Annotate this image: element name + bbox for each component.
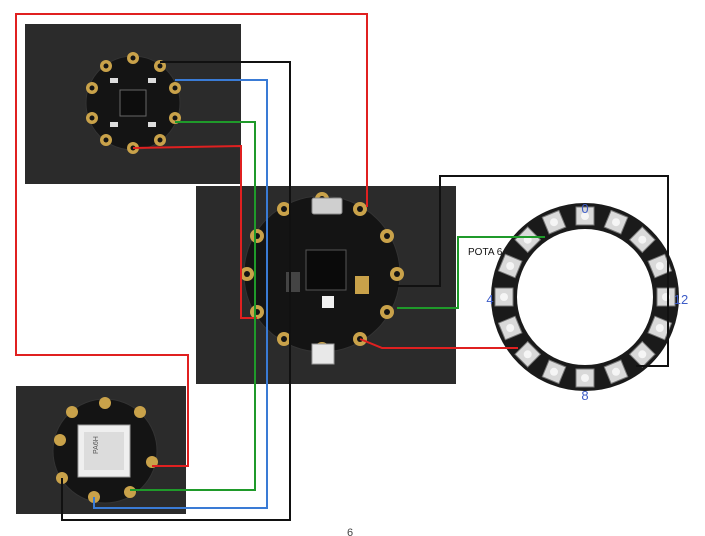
ring-label-0: 0 — [581, 201, 588, 216]
neopixel-ring — [491, 203, 679, 391]
led-lens — [612, 367, 620, 376]
green-wire — [397, 236, 545, 309]
led-lens — [523, 350, 532, 359]
blue-wire — [93, 79, 268, 509]
sensor-chip — [119, 89, 147, 117]
svg-text:PA6H: PA6H — [93, 436, 100, 454]
black-wire — [61, 61, 291, 521]
flora-main-board — [240, 192, 404, 365]
led-lens — [506, 262, 515, 270]
ring-pixels — [494, 206, 676, 388]
red-wire — [132, 144, 257, 319]
led-lens — [612, 218, 620, 227]
led-lens — [500, 293, 508, 301]
ring-label-8: 8 — [581, 388, 588, 403]
red-wire — [359, 338, 518, 349]
led-lens — [638, 350, 647, 359]
gps-pads — [54, 397, 158, 503]
led-lens — [655, 262, 664, 270]
sensor-board — [85, 52, 181, 154]
microcontroller-chip — [305, 249, 347, 291]
led-lens — [506, 324, 515, 332]
led-lens — [581, 374, 589, 382]
led-lens — [581, 212, 589, 220]
green-wire — [130, 121, 256, 491]
usb-connector — [311, 197, 343, 215]
black-wire — [397, 175, 669, 367]
led-lens — [550, 218, 558, 227]
gps-board: PA6H — [52, 397, 158, 504]
ring-label-12: 12 — [674, 292, 688, 307]
led-lens — [638, 235, 647, 244]
pin-note-label: POTA 6 — [468, 247, 503, 258]
footer-number: 6 — [347, 527, 353, 536]
ring-label-4: 4 — [486, 292, 493, 307]
red-wire — [15, 13, 368, 467]
battery-connector — [311, 343, 335, 365]
led-lens — [550, 367, 558, 376]
wires — [15, 13, 669, 521]
led-lens — [655, 324, 664, 332]
